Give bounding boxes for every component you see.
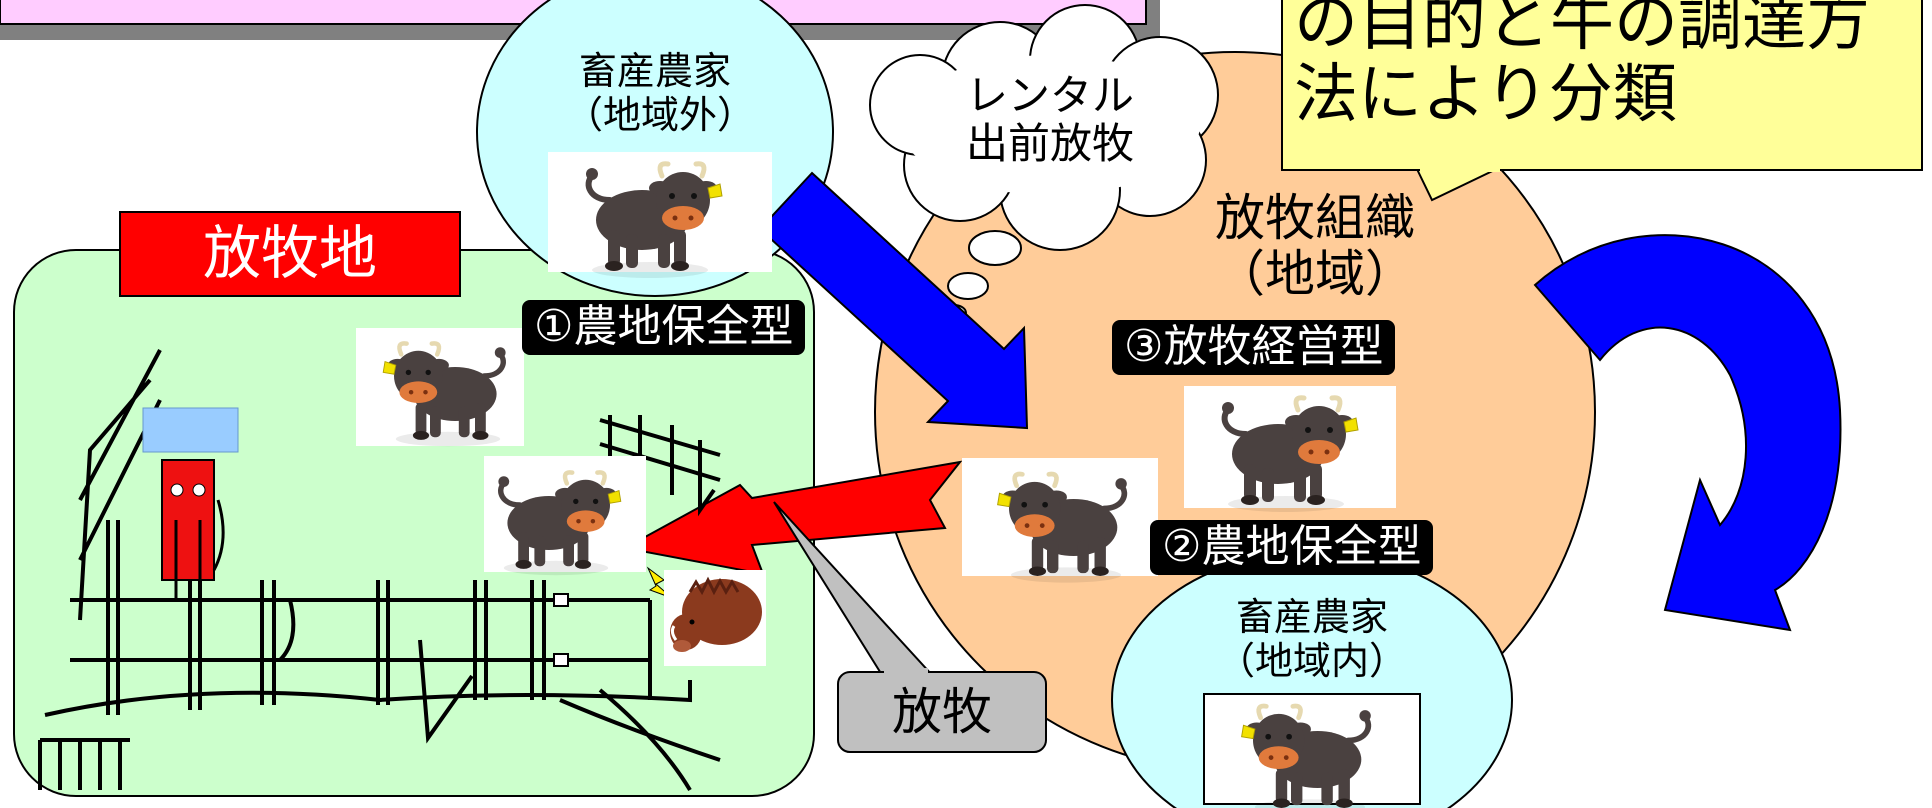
- farmer-outside-title: 畜産農家: [578, 49, 731, 93]
- farmer-outside-label: 畜産農家 （地域外）: [565, 49, 756, 137]
- farmer-outside-subtitle: （地域外）: [565, 92, 756, 137]
- thought-line-2: 出前放牧: [965, 119, 1134, 169]
- callout-box: [1281, 0, 1923, 202]
- cow-icon: [548, 152, 772, 278]
- farmer-inside-label: 畜産農家 （地域内）: [1212, 595, 1412, 683]
- pasture-title: 放牧地: [202, 219, 377, 287]
- type3-label: ③放牧経営型: [1112, 320, 1396, 375]
- cow-icon: [484, 456, 646, 575]
- thought-line-1: レンタル: [965, 71, 1134, 120]
- thought-bubble-text: レンタル 出前放牧: [940, 71, 1160, 169]
- organization-label: 放牧組織 （地域）: [1175, 190, 1455, 302]
- cycle-arrow-icon: [1533, 234, 1842, 632]
- callout-line-2: 法により分類: [1294, 57, 1677, 132]
- cow-icon: [356, 328, 524, 446]
- cow-icon: [962, 458, 1158, 583]
- organization-title: 放牧組織: [1215, 189, 1415, 247]
- cow-icon: [1203, 693, 1421, 808]
- cow-icon: [1184, 386, 1396, 512]
- type1-label: ①農地保全型: [522, 300, 806, 355]
- solar-panel-icon: [142, 407, 239, 453]
- organization-subtitle: （地域）: [1215, 245, 1415, 303]
- grazing-label: 放牧: [892, 683, 992, 741]
- farmer-inside-title: 畜産農家: [1235, 595, 1388, 639]
- type2-label: ②農地保全型: [1150, 520, 1434, 575]
- callout-line-1: の目的と牛の調達方: [1294, 0, 1870, 60]
- fence-insulators: [553, 593, 569, 667]
- wild-boar-icon: [664, 570, 766, 666]
- electric-fence-energizer-icon: [161, 459, 225, 600]
- procurement-arrow-icon: [758, 171, 1029, 430]
- farmer-inside-subtitle: （地域内）: [1216, 638, 1407, 683]
- thought-bubble: [869, 4, 1219, 322]
- callout-text: の目的と牛の調達方 法により分類: [1294, 0, 1870, 131]
- grazing-label-box: [773, 501, 1047, 753]
